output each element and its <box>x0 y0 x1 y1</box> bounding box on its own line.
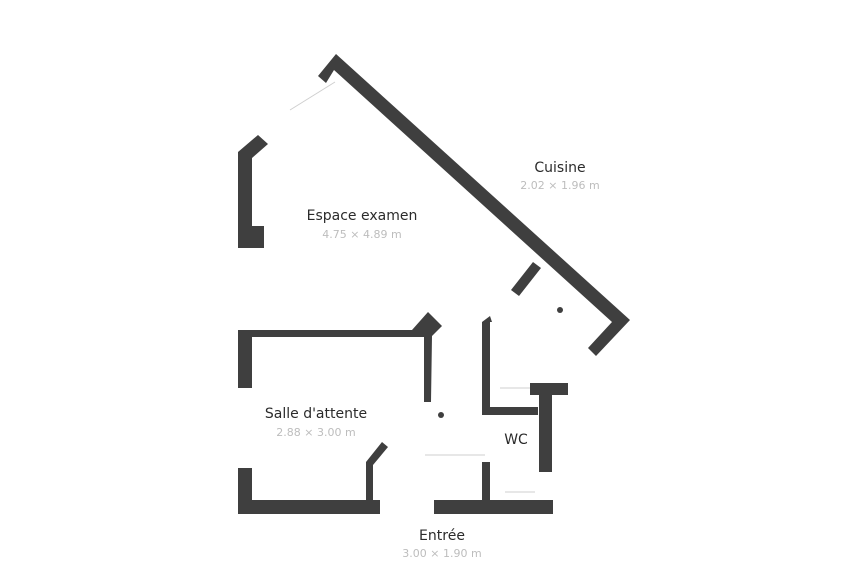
room-salle-attente-name: Salle d'attente <box>265 406 367 422</box>
wall-salle-top <box>238 312 442 402</box>
wall-salle-inner <box>366 442 388 500</box>
room-cuisine-name: Cuisine <box>534 160 585 176</box>
wall-corridor-vertical <box>482 316 538 415</box>
room-espace-examen-name: Espace examen <box>307 208 418 224</box>
fixture-dot <box>557 307 563 313</box>
room-espace-examen-dims: 4.75 × 4.89 m <box>322 228 401 241</box>
wall-entree-right <box>482 462 553 514</box>
fixture-dot <box>438 412 444 418</box>
construction-lines <box>289 81 535 493</box>
wall-entree-left <box>434 500 490 514</box>
wall-salle-left-lower <box>238 468 380 514</box>
room-entree-dims: 3.00 × 1.90 m <box>402 547 481 560</box>
room-wc-name: WC <box>504 432 528 448</box>
wall-kitchen-stub <box>511 262 541 296</box>
wall-left-upper <box>238 135 268 248</box>
room-salle-attente-dims: 2.88 × 3.00 m <box>276 426 355 439</box>
room-cuisine-dims: 2.02 × 1.96 m <box>520 179 599 192</box>
room-entree-name: Entrée <box>419 528 465 544</box>
wall-wc-right <box>530 383 568 472</box>
wall-diagonal-outer <box>318 54 630 356</box>
